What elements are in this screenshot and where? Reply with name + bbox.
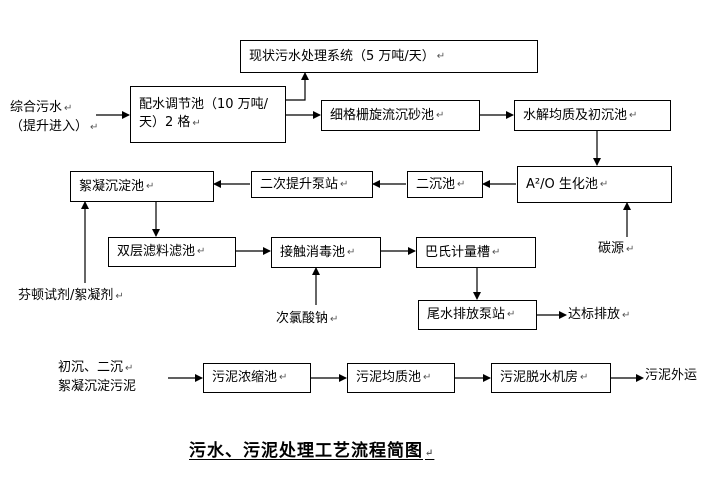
label-influent: 综合污水↵ （提升进入）↵ xyxy=(10,100,99,134)
label-discharge: 达标排放↵ xyxy=(568,307,631,322)
node-hydrolysis-primary: 水解均质及初沉池↵ xyxy=(514,100,671,131)
node-parshall-label: 巴氏计量槽 xyxy=(425,244,491,260)
arrow-equalization-to-existing xyxy=(286,72,309,101)
node-contact-disinfection: 接触消毒池↵ xyxy=(271,237,381,268)
node-secondary-lift-label: 二次提升泵站 xyxy=(260,176,339,192)
label-carbon-source: 碳源↵ xyxy=(598,241,635,256)
node-fine-screen-label: 细格栅旋流沉砂池 xyxy=(330,107,435,123)
node-sludge-dewatering-label: 污泥脱水机房 xyxy=(500,370,579,385)
label-sludge-source: 初沉、二沉↵ 絮凝沉淀污泥 xyxy=(58,360,137,394)
node-secondary-lift-pump: 二次提升泵站↵ xyxy=(251,171,373,198)
node-contact-disinfection-label: 接触消毒池 xyxy=(280,244,346,260)
node-flocculation-label: 絮凝沉淀池 xyxy=(79,178,145,194)
diagram-title: 污水、污泥处理工艺流程简图↵ xyxy=(189,441,435,461)
node-a2o-label: A²/O 生化池 xyxy=(526,176,598,192)
node-secondary-clarifier: 二沉池↵ xyxy=(407,171,483,198)
node-double-filter-label: 双层滤料滤池 xyxy=(117,244,196,259)
label-sodium-hypochlorite: 次氯酸钠↵ xyxy=(276,311,339,326)
node-equalization-label-1: 配水调节池（10 万吨/ xyxy=(139,97,269,112)
label-sludge-outbound: 污泥外运 xyxy=(645,368,698,383)
node-effluent-pump-label: 尾水排放泵站 xyxy=(427,307,506,322)
node-existing-system-label: 现状污水处理系统（5 万吨/天） xyxy=(249,48,435,64)
node-equalization-tank: 配水调节池（10 万吨/ 天）2 格↵ xyxy=(130,86,286,143)
node-parshall-flume: 巴氏计量槽↵ xyxy=(416,237,536,268)
node-sludge-homogenizer: 污泥均质池↵ xyxy=(347,363,455,393)
label-fenton-reagent: 芬顿试剂/絮凝剂↵ xyxy=(18,288,124,303)
node-sludge-thickener: 污泥浓缩池↵ xyxy=(203,363,311,393)
node-equalization-label-2: 天）2 格 xyxy=(139,115,191,130)
node-a2o: A²/O 生化池↵ xyxy=(517,166,672,203)
node-effluent-pump: 尾水排放泵站↵ xyxy=(418,300,537,330)
node-secondary-clarifier-label: 二沉池 xyxy=(416,176,456,192)
node-sludge-dewatering: 污泥脱水机房↵ xyxy=(491,363,611,393)
node-double-filter: 双层滤料滤池↵ xyxy=(108,237,236,267)
node-sludge-thickener-label: 污泥浓缩池 xyxy=(212,370,278,385)
node-existing-system: 现状污水处理系统（5 万吨/天）↵ xyxy=(240,40,538,73)
node-flocculation-settling: 絮凝沉淀池↵ xyxy=(70,171,214,202)
node-fine-screen-grit: 细格栅旋流沉砂池↵ xyxy=(321,100,480,131)
node-sludge-homogenizer-label: 污泥均质池 xyxy=(356,370,422,385)
node-hydrolysis-label: 水解均质及初沉池 xyxy=(523,107,628,123)
